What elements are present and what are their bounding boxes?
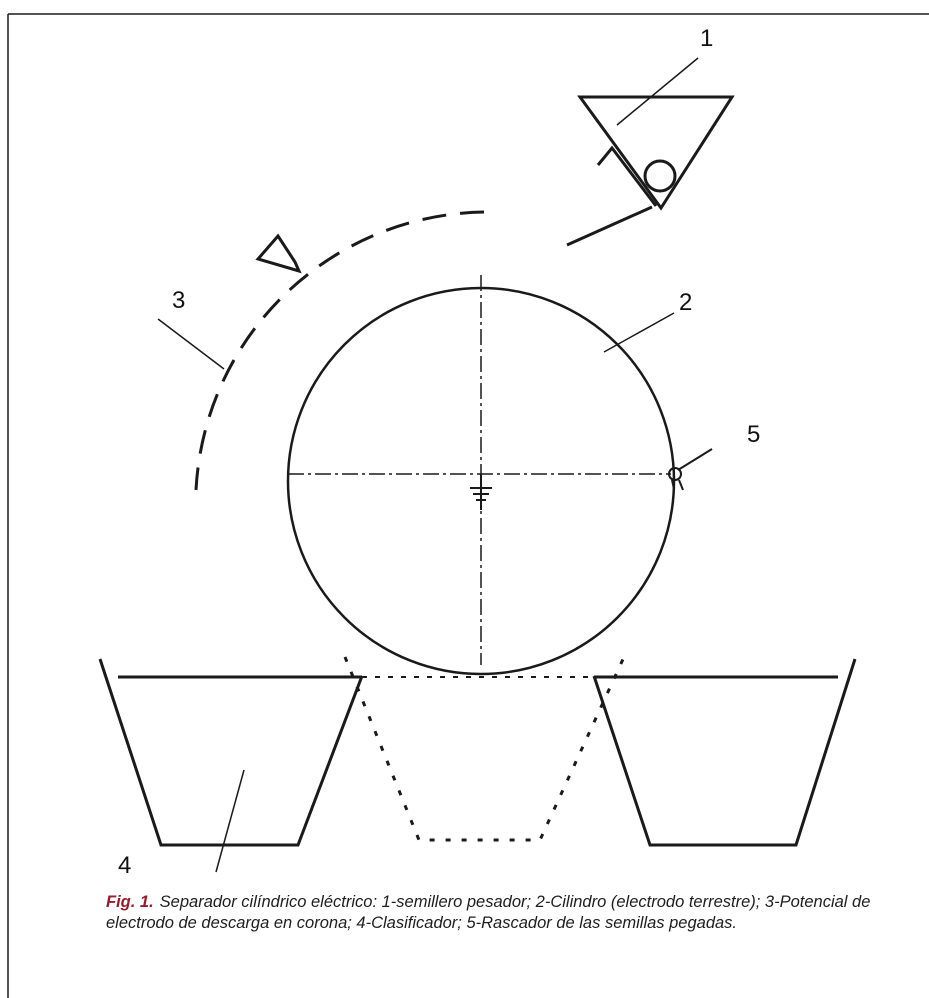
hopper: [566, 95, 735, 247]
ground-symbol: [470, 474, 492, 510]
scraper: [668, 448, 713, 491]
leader-lines: [157, 57, 699, 873]
caption-text: Separador cilíndrico eléctrico: 1-semill…: [106, 893, 871, 932]
cylinder: [286, 275, 676, 676]
electrode-holder: [255, 233, 302, 274]
label-2: 2: [679, 289, 692, 316]
label-4: 4: [118, 852, 131, 879]
label-3: 3: [172, 287, 185, 314]
center-lines: [288, 275, 671, 665]
label-1: 1: [700, 25, 713, 52]
classifier: [98, 656, 857, 847]
feed-roller: [643, 159, 677, 193]
figure-number: Fig. 1.: [106, 893, 154, 911]
left-bin: [98, 658, 364, 847]
right-bin: [592, 658, 857, 847]
corona-electrode: [194, 210, 485, 491]
center-bin: [343, 656, 626, 842]
page-border: [7, 13, 929, 998]
label-5: 5: [747, 421, 760, 448]
figure-caption: Fig. 1.Separador cilíndrico eléctrico: 1…: [106, 892, 906, 934]
